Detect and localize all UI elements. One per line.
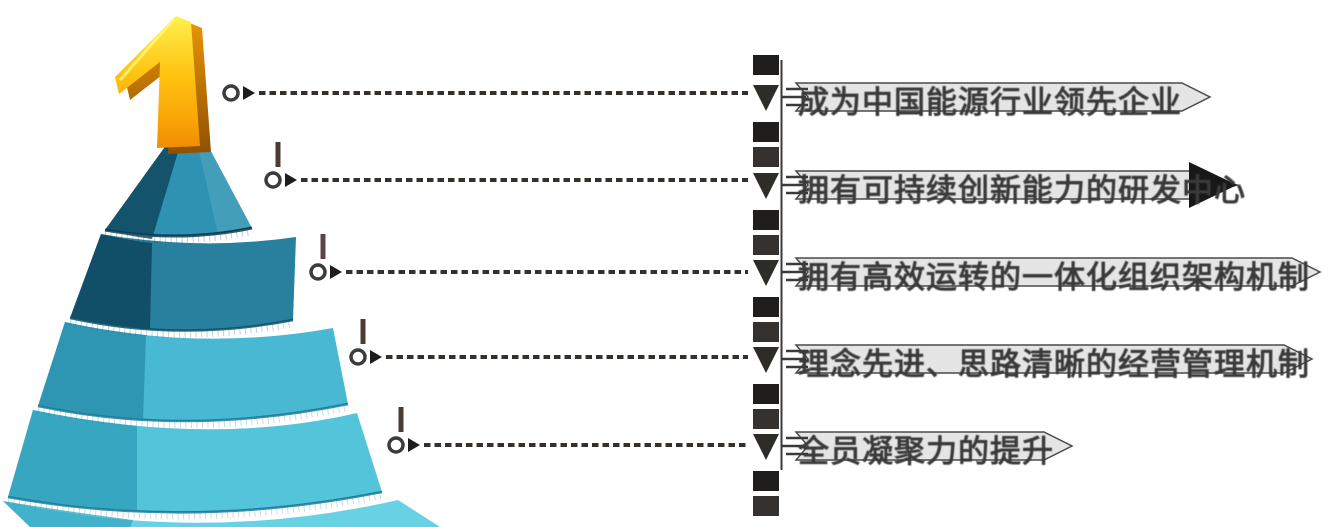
arrow-banners: [782, 82, 1322, 461]
flow-arrow-icon: [285, 173, 297, 187]
vertical-dash: [753, 384, 779, 404]
pyramid: [3, 112, 440, 527]
pyramid-tier-3: [37, 322, 349, 428]
vertical-dash: [753, 409, 779, 429]
rank-number: 1: [115, 16, 211, 154]
banner-arrowhead-solid: [1189, 162, 1237, 208]
banner-arrow: [794, 82, 1212, 112]
vertical-dash: [753, 122, 779, 142]
level-point-ring: [387, 436, 405, 454]
level-point-ring: [264, 171, 282, 189]
vertical-dash: [753, 322, 779, 342]
vertical-dash: [753, 235, 779, 255]
vertical-dash: [753, 471, 779, 491]
connectors: [222, 55, 783, 516]
flow-arrow-icon: [330, 265, 342, 279]
vertical-dash: [753, 210, 779, 230]
vertical-dash: [753, 55, 779, 75]
level-label-5: 全员凝聚力的提升: [798, 434, 1054, 470]
level-label-1: 成为中国能源行业领先企业: [798, 85, 1182, 121]
banner-arrow: [794, 257, 1322, 287]
banner-arrow: [794, 431, 1074, 461]
pyramid-tier-5: [3, 500, 440, 527]
pyramid-tier-4: [7, 410, 383, 520]
down-arrow-icon: [753, 173, 779, 199]
down-arrow-icon: [753, 434, 779, 460]
down-arrow-icon: [753, 347, 779, 373]
level-label-3: 拥有高效运转的一体化组织架构机制: [798, 260, 1310, 296]
vertical-dash: [753, 496, 779, 516]
flow-arrow-icon: [370, 350, 382, 364]
banner-arrow: [794, 344, 1314, 374]
down-arrow-icon: [753, 85, 779, 111]
pyramid-shoulder-highlights: [3, 228, 398, 523]
level-point-ring: [309, 263, 327, 281]
pyramid-tier-2: [69, 234, 296, 338]
level-point-ring: [349, 348, 367, 366]
rank-number-highlight: [118, 18, 176, 81]
level-point-ring: [222, 84, 240, 102]
down-arrow-icon: [753, 260, 779, 286]
level-label-2: 拥有可持续创新能力的研发中心: [798, 173, 1246, 209]
level-label-4: 理念先进、思路清晰的经营管理机制: [798, 347, 1310, 383]
flow-arrow-icon: [408, 438, 420, 452]
rank-number-face: [115, 16, 200, 148]
flow-arrow-icon: [243, 86, 255, 100]
vertical-dash: [753, 147, 779, 167]
vertical-dash: [753, 297, 779, 317]
